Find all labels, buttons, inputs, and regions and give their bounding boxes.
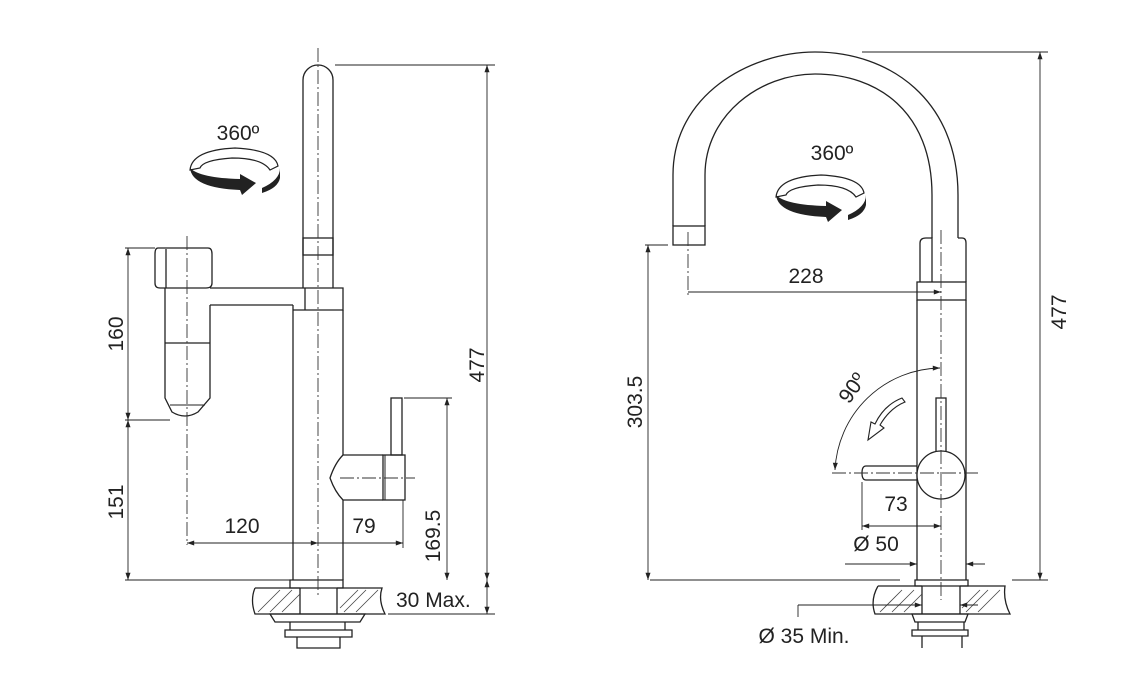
right-body bbox=[916, 300, 967, 580]
left-head-clearance-label: 151 bbox=[105, 484, 128, 519]
left-pullout-head bbox=[154, 247, 213, 417]
lever-rotation-label: 90º bbox=[834, 369, 871, 408]
left-body bbox=[292, 305, 344, 580]
left-handle-reach-label: 79 bbox=[352, 515, 375, 538]
right-body-diameter-label: Ø 50 bbox=[853, 533, 899, 556]
left-countertop bbox=[251, 579, 387, 649]
right-countertop bbox=[872, 579, 1012, 648]
right-lever-length-label: 73 bbox=[884, 493, 907, 516]
left-total-height-label: 477 bbox=[466, 347, 489, 382]
left-rotation-label: 360º bbox=[217, 122, 260, 145]
right-spout-clearance-label: 303.5 bbox=[624, 376, 647, 429]
right-rotation-360-icon bbox=[775, 174, 866, 222]
lever-direction-arrow-icon bbox=[867, 397, 906, 442]
right-rotation-label: 360º bbox=[811, 142, 854, 165]
left-handle bbox=[329, 397, 406, 501]
right-spout-reach-label: 228 bbox=[788, 265, 823, 288]
right-faucet-view: 360º 90º 477 228 303.5 73 Ø 50 Ø 35 Min. bbox=[624, 51, 1071, 648]
left-head-height-label: 160 bbox=[105, 316, 128, 351]
left-spout-reach-label: 120 bbox=[224, 515, 259, 538]
left-rotation-360-icon bbox=[189, 147, 280, 195]
left-counter-thickness-label: 30 Max. bbox=[396, 589, 471, 612]
right-gooseneck-spout bbox=[672, 51, 959, 238]
right-hole-diameter-label: Ø 35 Min. bbox=[758, 625, 849, 648]
right-spout-nozzle bbox=[672, 225, 706, 246]
left-pullout-arm bbox=[210, 287, 344, 311]
lever-rotation-arc bbox=[832, 365, 941, 471]
left-faucet-view: 360º 477 30 Max. 160 151 120 79 169.5 bbox=[105, 48, 495, 649]
right-total-height-label: 477 bbox=[1048, 294, 1071, 329]
left-handle-height-label: 169.5 bbox=[422, 510, 445, 563]
right-lever bbox=[861, 397, 966, 500]
